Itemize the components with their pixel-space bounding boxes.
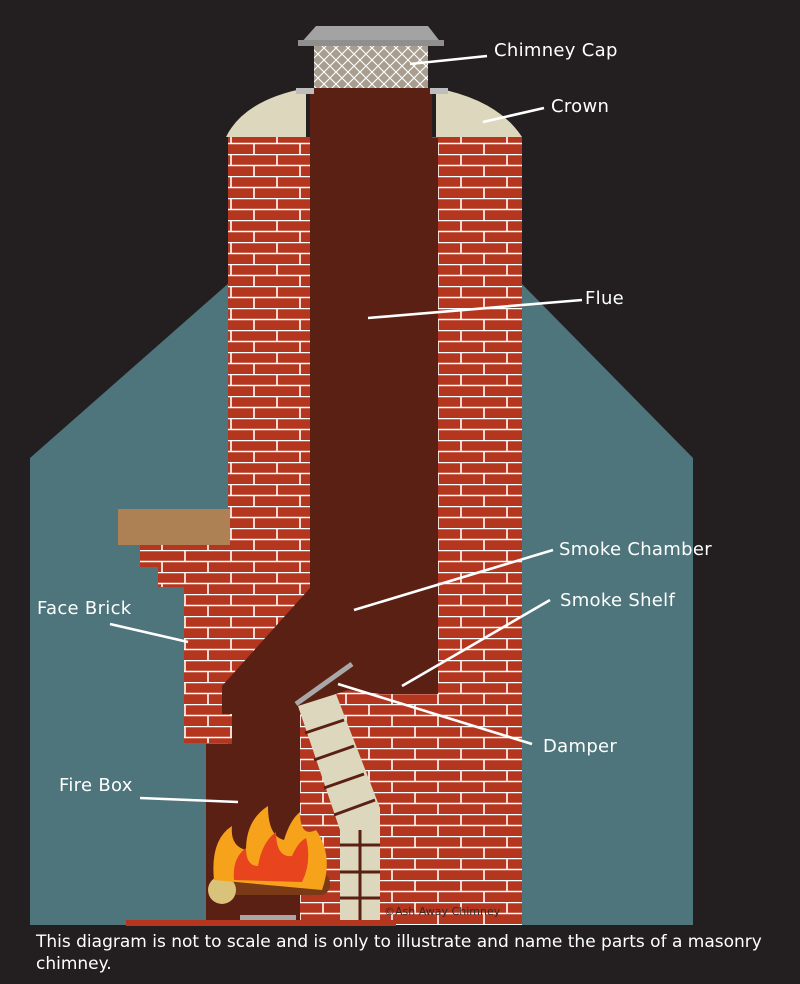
- label-smoke-chamber: Smoke Chamber: [559, 539, 712, 560]
- face-brick-section: [140, 545, 230, 743]
- copyright-credit: ©Ash Away Chimney: [384, 905, 501, 918]
- flue-interior: [206, 88, 438, 925]
- label-damper: Damper: [543, 736, 618, 757]
- fire-icon: [208, 806, 330, 904]
- label-chimney-cap: Chimney Cap: [494, 40, 618, 61]
- hearth: [126, 920, 396, 926]
- label-crown: Crown: [551, 96, 610, 117]
- label-face-brick: Face Brick: [37, 598, 132, 619]
- ash-dump: [240, 915, 296, 920]
- label-flue: Flue: [585, 288, 625, 309]
- crown: [226, 88, 522, 137]
- label-fire-box: Fire Box: [59, 775, 133, 796]
- damper-plate: [294, 661, 354, 707]
- label-smoke-shelf: Smoke Shelf: [560, 590, 676, 611]
- mantel-shelf: [118, 509, 230, 545]
- chimney-cap: [296, 26, 448, 94]
- firebrick-liner: [298, 694, 380, 925]
- leader-lines: [109, 54, 583, 804]
- disclaimer-caption: This diagram is not to scale and is only…: [36, 932, 762, 974]
